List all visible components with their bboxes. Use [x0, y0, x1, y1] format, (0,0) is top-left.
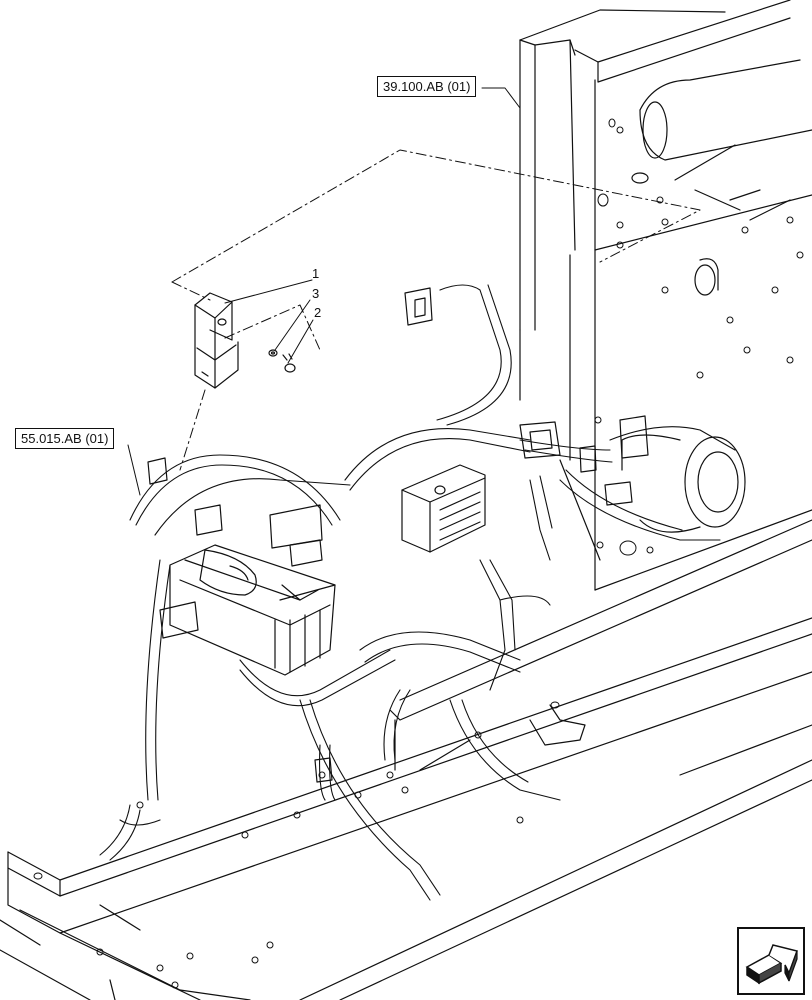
- reference-label-top[interactable]: 39.100.AB (01): [377, 76, 477, 97]
- callout-item-1: 1: [312, 266, 320, 281]
- upright-frame: [519, 0, 812, 591]
- hydraulic-cylinder: [631, 59, 812, 296]
- leader-lines: [127, 87, 521, 496]
- round-component: [621, 434, 746, 533]
- arrow-navigation-icon-glyph: [745, 944, 798, 985]
- washer-and-bolt: [268, 349, 296, 373]
- plate-holes: [594, 118, 804, 556]
- chassis-rail: [0, 617, 812, 1000]
- ecu-module: [169, 544, 336, 676]
- rail-holes: [33, 701, 560, 989]
- callout-item-2: 2: [314, 305, 322, 320]
- wiring-harness: [99, 284, 736, 901]
- side-plate: [389, 329, 812, 776]
- callout-item-3: 3: [312, 286, 320, 301]
- connectors: [147, 287, 649, 783]
- arrow-navigation-icon[interactable]: [737, 927, 805, 995]
- control-box: [401, 464, 486, 553]
- reference-label-left[interactable]: 55.015.AB (01): [15, 428, 115, 449]
- relay-bracket: [194, 292, 239, 389]
- phantom-lines: [171, 149, 701, 471]
